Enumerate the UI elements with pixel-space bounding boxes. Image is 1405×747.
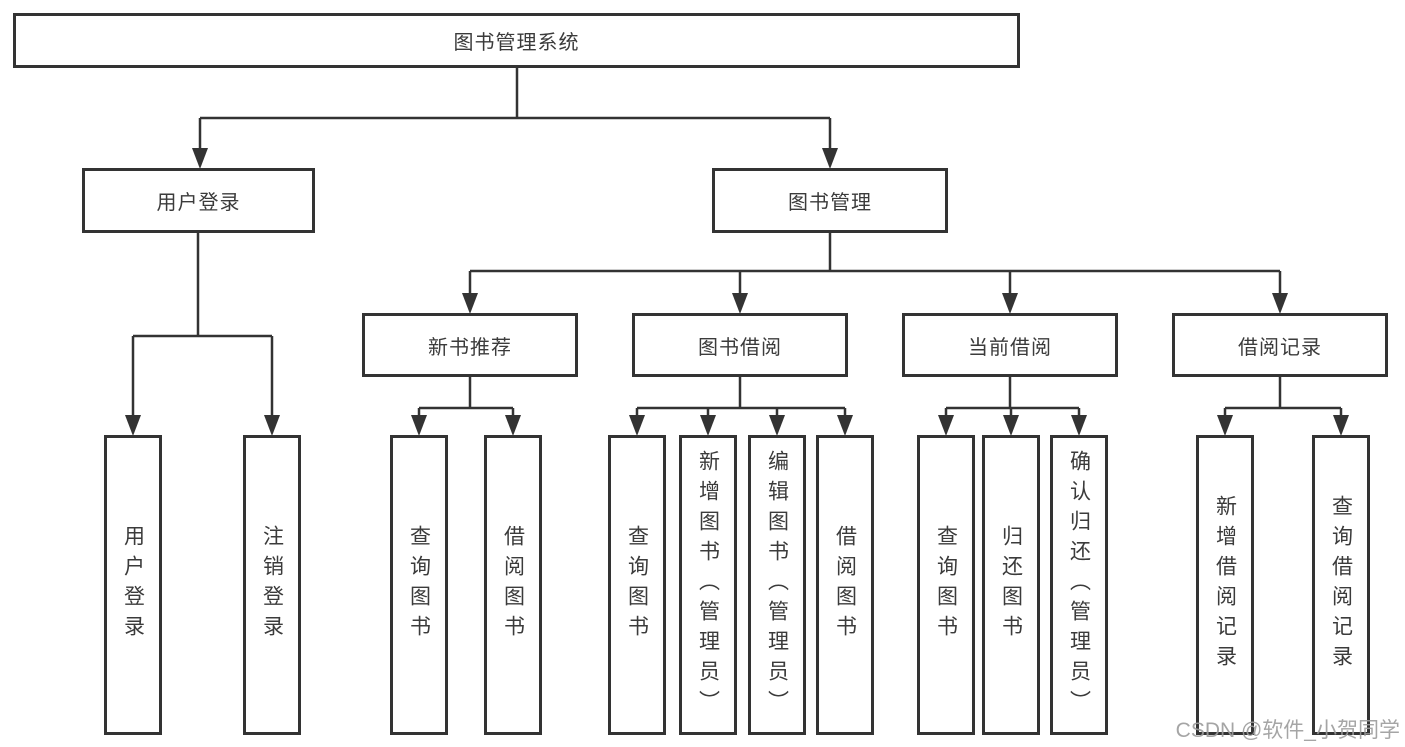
arrowheads [125,148,1349,436]
node-label: 查询借阅记录 [1329,495,1353,675]
node-label: 归还图书 [999,525,1023,645]
leaf-query-borrow-record: 查询借阅记录 [1312,435,1370,735]
leaf-add-book-admin: 新增图书（管理员） [679,435,737,735]
node-label: 图书管理 [788,192,872,214]
node-label: 新增图书（管理员） [696,450,720,720]
leaf-borrow-query-book: 查询图书 [608,435,666,735]
leaf-user-login: 用户登录 [104,435,162,735]
leaf-return-book: 归还图书 [982,435,1040,735]
node-label: 当前借阅 [968,336,1052,359]
node-current-borrow: 当前借阅 [902,313,1118,377]
leaf-add-borrow-record: 新增借阅记录 [1196,435,1254,735]
node-label: 查询图书 [625,525,649,645]
node-label: 借阅记录 [1238,336,1322,359]
node-label: 借阅图书 [833,525,857,645]
node-label: 借阅图书 [501,525,525,645]
node-new-book-recommend: 新书推荐 [362,313,578,377]
leaf-recommend-query-book: 查询图书 [390,435,448,735]
leaf-logout: 注销登录 [243,435,301,735]
node-label: 注销登录 [260,525,284,645]
node-library-management-system: 图书管理系统 [13,13,1020,68]
node-user-login: 用户登录 [82,168,315,233]
node-label: 编辑图书（管理员） [765,450,789,720]
leaf-edit-book-admin: 编辑图书（管理员） [748,435,806,735]
node-book-borrow: 图书借阅 [632,313,848,377]
node-book-management: 图书管理 [712,168,948,233]
node-borrow-records: 借阅记录 [1172,313,1388,377]
node-label: 用户登录 [156,192,241,214]
node-label: 新增借阅记录 [1213,495,1237,675]
leaf-confirm-return-admin: 确认归还（管理员） [1050,435,1108,735]
node-label: 图书管理系统 [453,32,580,54]
leaf-borrow-book: 借阅图书 [816,435,874,735]
csdn-watermark: CSDN @软件_小贺同学 [1175,719,1400,742]
node-label: 用户登录 [121,525,145,645]
leaf-current-query-book: 查询图书 [917,435,975,735]
node-label: 新书推荐 [428,336,512,359]
node-label: 查询图书 [934,525,958,645]
node-label: 确认归还（管理员） [1067,450,1091,720]
node-label: 查询图书 [407,525,431,645]
node-label: 图书借阅 [698,336,782,359]
leaf-recommend-borrow-book: 借阅图书 [484,435,542,735]
